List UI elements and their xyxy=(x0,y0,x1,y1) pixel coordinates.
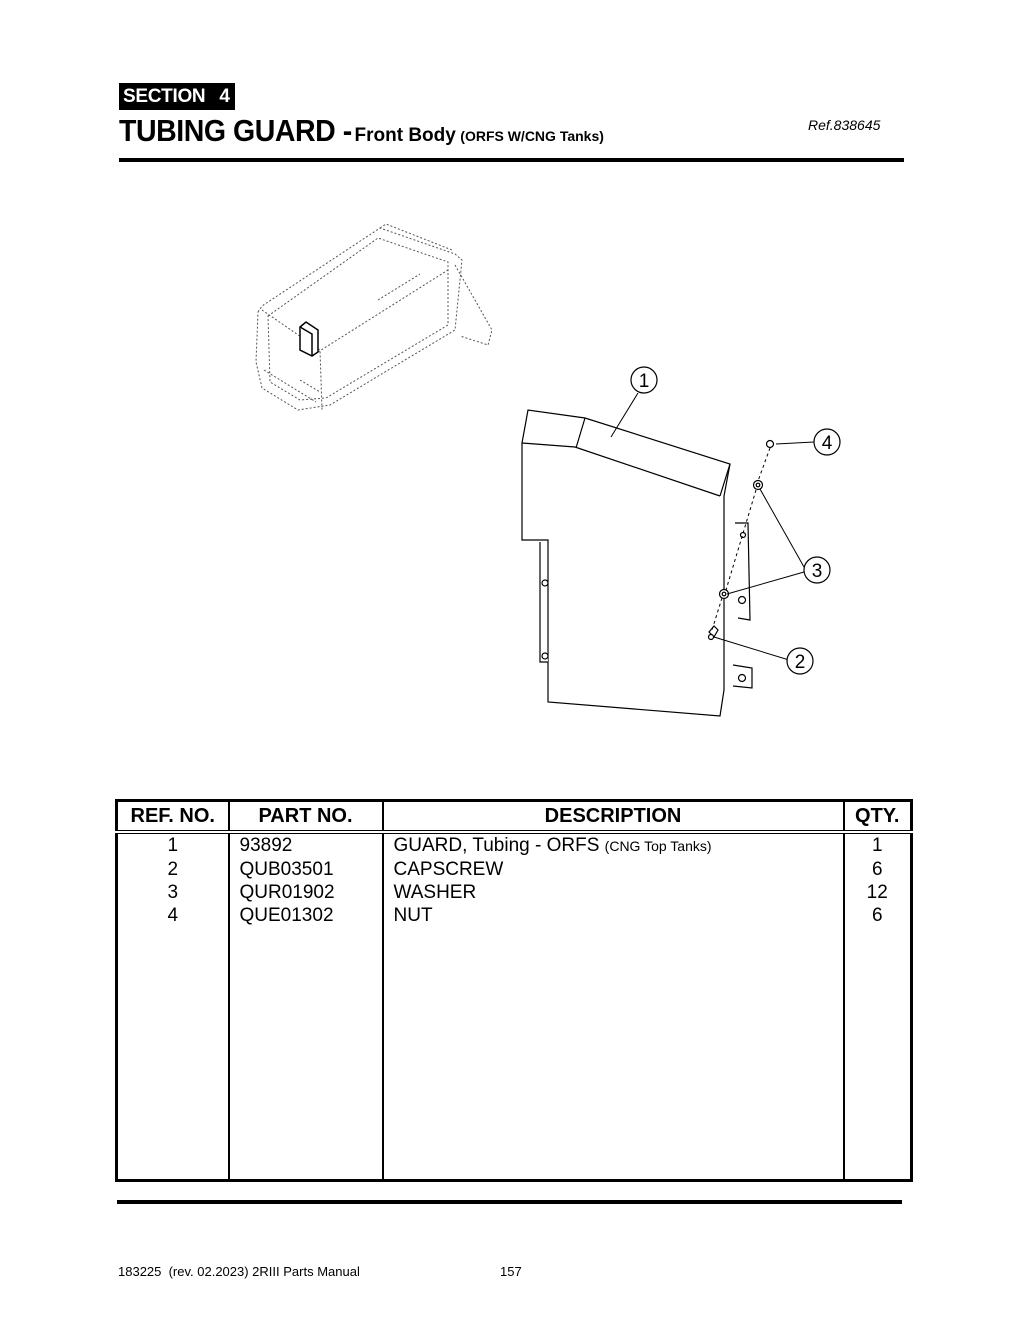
svg-text:1: 1 xyxy=(639,371,650,392)
svg-text:3: 3 xyxy=(812,561,823,582)
section-badge: SECTION 4 xyxy=(119,83,235,110)
callout-4: 4 xyxy=(813,428,841,456)
page-title: TUBING GUARD - Front Body (ORFS W/CNG Ta… xyxy=(119,112,604,156)
title-main: TUBING GUARD - xyxy=(119,113,352,148)
title-paren: (ORFS W/CNG Tanks) xyxy=(460,128,604,144)
column-header-qty: QTY. xyxy=(842,800,912,834)
description-cell: WASHER xyxy=(381,881,844,904)
ref-cell: 3 xyxy=(167,882,179,903)
section-label: SECTION xyxy=(123,86,206,107)
description-text: GUARD, Tubing - ORFS xyxy=(393,835,600,856)
tubing-guard-part xyxy=(521,409,753,717)
svg-text:4: 4 xyxy=(822,433,833,454)
qty-cell: 6 xyxy=(842,904,912,927)
page-number: 157 xyxy=(500,1264,522,1279)
ref-cell: 1 xyxy=(167,835,179,856)
callout-2: 2 xyxy=(786,647,814,675)
description-cell: CAPSCREW xyxy=(381,858,844,881)
header-rule xyxy=(119,158,904,162)
part-cell: QUE01302 xyxy=(227,904,383,927)
part-cell: QUB03501 xyxy=(227,858,383,881)
description-cell: NUT xyxy=(381,904,844,927)
truck-body-context xyxy=(255,223,493,411)
qty-cell: 6 xyxy=(842,858,912,881)
callout-3: 3 xyxy=(803,556,831,584)
title-sub: Front Body xyxy=(354,125,456,146)
svg-text:2: 2 xyxy=(795,652,806,673)
description-cell: GUARD, Tubing - ORFS (CNG Top Tanks) xyxy=(381,832,844,858)
column-header-description: DESCRIPTION xyxy=(381,800,844,834)
document-info: 183225 (rev. 02.2023) 2RIII Parts Manual xyxy=(118,1264,360,1279)
footer-rule xyxy=(117,1200,902,1204)
callout-1: 1 xyxy=(630,366,658,394)
guard-location-highlight xyxy=(299,321,319,357)
table-filler-row xyxy=(117,927,912,1181)
table-row: 2 QUB03501 CAPSCREW 6 xyxy=(117,858,912,881)
ref-cell: 2 xyxy=(167,859,179,880)
table-row: 4 QUE01302 NUT 6 xyxy=(117,904,912,927)
exploded-parts-diagram: 1 2 3 4 xyxy=(255,223,841,717)
part-cell: QUR01902 xyxy=(227,881,383,904)
reference-number: Ref.838645 xyxy=(808,117,881,133)
column-header-ref: REF. NO. xyxy=(116,800,229,834)
table-row: 1 93892 GUARD, Tubing - ORFS (CNG Top Ta… xyxy=(117,832,912,858)
qty-cell: 12 xyxy=(842,881,912,904)
ref-cell: 4 xyxy=(167,905,179,926)
description-note: (CNG Top Tanks) xyxy=(604,838,712,854)
column-header-part: PART NO. xyxy=(227,800,383,834)
nut-icon xyxy=(765,439,775,449)
section-number: 4 xyxy=(219,86,230,107)
table-header-row: REF. NO. PART NO. DESCRIPTION QTY. xyxy=(116,800,912,834)
parts-table: REF. NO. PART NO. DESCRIPTION QTY. 1 938… xyxy=(115,799,913,1182)
leader-lines xyxy=(610,392,815,661)
qty-cell: 1 xyxy=(842,832,912,858)
table-row: 3 QUR01902 WASHER 12 xyxy=(117,881,912,904)
part-cell: 93892 xyxy=(227,832,383,858)
